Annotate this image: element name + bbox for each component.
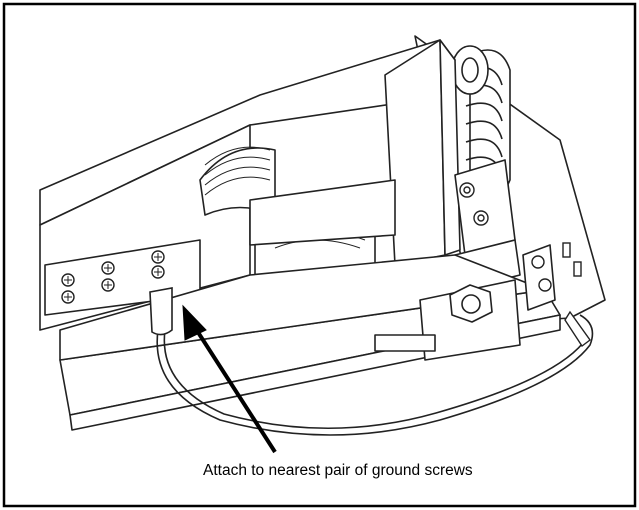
coil-stack (451, 45, 511, 197)
connector-block (454, 159, 516, 256)
base-front (59, 254, 546, 361)
callout-label: Attach to nearest pair of ground screws (203, 462, 473, 479)
yoke-side (439, 39, 461, 256)
ground-terminal-plate (522, 244, 556, 311)
center-bar (249, 179, 396, 246)
wire-lug (149, 287, 173, 336)
ground-wire (156, 314, 594, 436)
ground-screws-left (61, 250, 165, 304)
connector-screws (459, 182, 582, 292)
wire-end (564, 310, 591, 348)
coil-window-left (199, 147, 276, 216)
callout-arrow (182, 304, 277, 454)
